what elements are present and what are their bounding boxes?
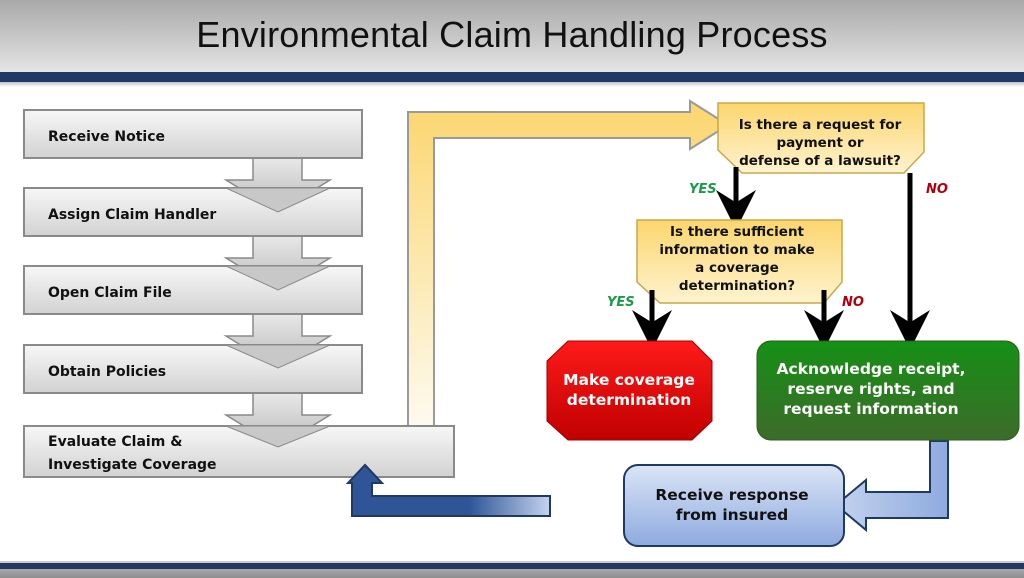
- footer: [0, 569, 1024, 578]
- decision-text: Is there a request for: [739, 117, 902, 133]
- blue-return-arrow: [345, 440, 949, 533]
- arrow-tip: [225, 187, 331, 213]
- decision-text: determination?: [679, 278, 795, 294]
- decision-text: Is there sufficient: [670, 224, 805, 240]
- outcome-text: determination: [567, 391, 692, 409]
- no-label: NO: [926, 182, 948, 197]
- decision-request-for-payment: Is there a request for payment or defens…: [717, 102, 925, 174]
- step-label: Assign Claim Handler: [48, 207, 216, 223]
- outcome-text: Acknowledge receipt,: [777, 360, 966, 378]
- step-label: Investigate Coverage: [48, 457, 217, 473]
- make-coverage-determination: Make coverage determination: [546, 340, 713, 441]
- no-label: NO: [842, 295, 864, 310]
- decision-text: defense of a lawsuit?: [739, 153, 901, 169]
- decision-text: information to make: [659, 242, 814, 258]
- footer-divider: [0, 561, 1024, 571]
- outcome-text: request information: [783, 400, 958, 418]
- arrow-tip: [225, 344, 331, 369]
- step-label: Obtain Policies: [48, 364, 166, 380]
- outcome-text: Make coverage: [563, 371, 695, 389]
- step-label: Receive Notice: [48, 129, 165, 145]
- receive-response-from-insured: Receive response from insured: [623, 464, 845, 547]
- process-steps: Receive Notice Assign Claim Handler Open…: [23, 109, 455, 478]
- step-receive-notice: [23, 109, 363, 159]
- decision-text: a coverage: [695, 260, 779, 276]
- outcome-text: Receive response: [655, 486, 808, 504]
- yes-label: YES: [689, 182, 717, 197]
- page-title: Environmental Claim Handling Process: [196, 14, 828, 55]
- decision-sufficient-information: Is there sufficient information to make …: [636, 219, 843, 304]
- yellow-loop-arrow: [407, 99, 730, 429]
- step-label: Evaluate Claim &: [48, 434, 182, 450]
- decision-text: payment or: [776, 135, 863, 151]
- arrow-tip: [225, 265, 331, 291]
- step-evaluate-claim: [23, 425, 455, 478]
- outcome-text: from insured: [676, 506, 788, 524]
- acknowledge-receipt: Acknowledge receipt, reserve rights, and…: [756, 340, 1020, 441]
- header-divider: [0, 72, 1024, 82]
- yes-label: YES: [607, 295, 635, 310]
- outcome-text: reserve rights, and: [787, 380, 954, 398]
- step-label: Open Claim File: [48, 285, 172, 301]
- arrow-tip: [225, 425, 331, 448]
- header: [0, 0, 1024, 72]
- header-shadow: [0, 82, 1024, 87]
